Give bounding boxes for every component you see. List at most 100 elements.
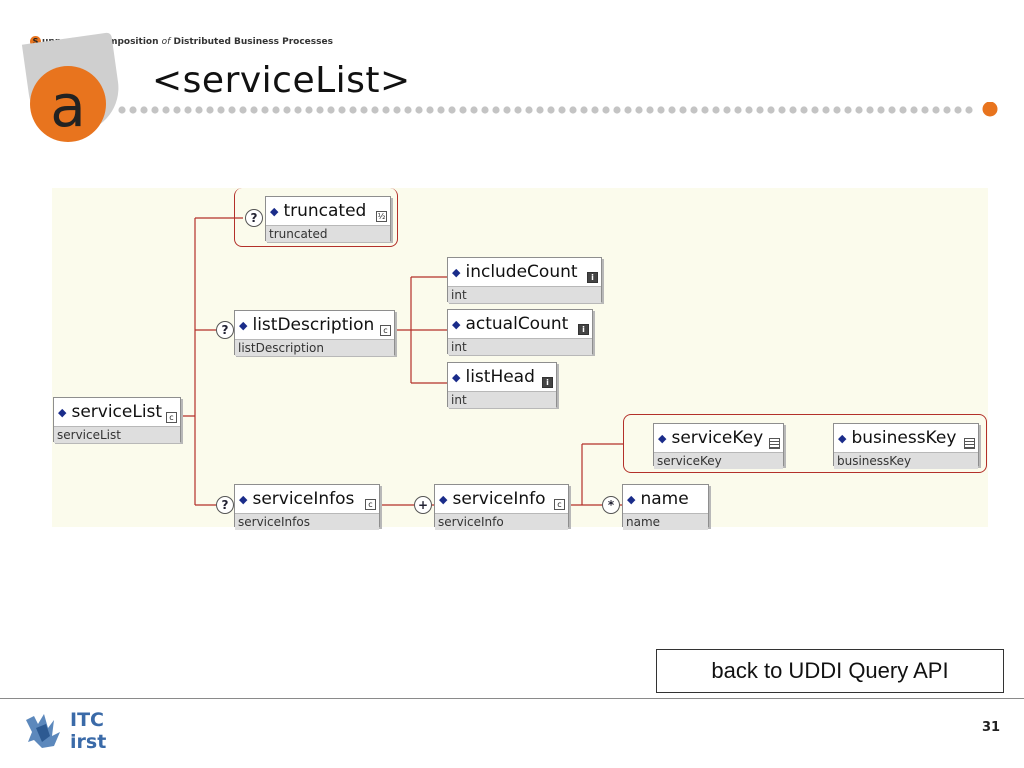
node-name[interactable]: ◆name name [622, 484, 709, 530]
divider-dot [536, 106, 544, 114]
divider-dot [778, 106, 786, 114]
node-name: truncated [283, 201, 367, 221]
divider-dot [921, 106, 929, 114]
divider-dot [360, 106, 368, 114]
slide-title: <serviceList> [152, 60, 411, 101]
divider-dot [481, 106, 489, 114]
node-servicelist[interactable]: ◆ serviceList serviceList c [53, 397, 181, 443]
complex-type-icon: c [166, 412, 177, 423]
divider-end-dot [982, 102, 998, 117]
node-type: serviceList [54, 426, 180, 443]
simple-type-icon: i [578, 324, 589, 335]
one-or-more-icon: + [414, 496, 432, 514]
divider-dot [195, 106, 203, 114]
divider-dot [613, 106, 621, 114]
divider-dot [503, 106, 511, 114]
divider-dot [646, 106, 654, 114]
divider-dot [855, 106, 863, 114]
divider-dot [371, 106, 379, 114]
divider-dot [492, 106, 500, 114]
divider-dot [811, 106, 819, 114]
divider-dot [690, 106, 698, 114]
divider-dot [888, 106, 896, 114]
node-truncated[interactable]: ◆ truncated truncated ½ [265, 196, 391, 242]
divider-dot [756, 106, 764, 114]
node-name: listHead [465, 367, 535, 387]
node-listdescription[interactable]: ◆listDescription listDescription c [234, 310, 395, 356]
divider-dot [426, 106, 434, 114]
optional-icon: ? [216, 321, 234, 339]
element-icon: ◆ [58, 405, 67, 419]
simple-type-icon: i [542, 377, 553, 388]
attribute-list-icon [964, 438, 975, 449]
node-type: serviceInfo [435, 513, 568, 530]
divider-dot [294, 106, 302, 114]
element-icon: ◆ [452, 265, 461, 279]
element-icon: ◆ [838, 431, 847, 445]
node-businesskey[interactable]: ◆businessKey businessKey [833, 423, 979, 469]
dotted-divider [118, 102, 998, 117]
node-servicekey[interactable]: ◆serviceKey serviceKey [653, 423, 784, 469]
divider-dot [393, 106, 401, 114]
divider-dot [415, 106, 423, 114]
node-name: includeCount [465, 262, 578, 282]
attribute-icon: ½ [376, 211, 387, 222]
divider-dot [228, 106, 236, 114]
node-name: serviceInfos [252, 489, 355, 509]
divider-dot [470, 106, 478, 114]
divider-dot [679, 106, 687, 114]
divider-dot [602, 106, 610, 114]
divider-dot [404, 106, 412, 114]
divider-dot [569, 106, 577, 114]
node-type: serviceKey [654, 452, 783, 469]
node-name: serviceList [71, 402, 163, 422]
divider-dot [316, 106, 324, 114]
divider-dot [943, 106, 951, 114]
tagline-initial: S [30, 36, 41, 47]
complex-type-icon: c [365, 499, 376, 510]
node-listhead[interactable]: ◆listHead int i [447, 362, 557, 408]
back-to-uddi-query-api-button[interactable]: back to UDDI Query API [656, 649, 1004, 693]
element-icon: ◆ [452, 370, 461, 384]
divider-dot [866, 106, 874, 114]
divider-dot [283, 106, 291, 114]
divider-dot [800, 106, 808, 114]
node-serviceinfo[interactable]: ◆serviceInfo serviceInfo c [434, 484, 569, 530]
divider-dot [822, 106, 830, 114]
tagline-end: Distributed Business Processes [173, 37, 333, 47]
node-name: name [640, 489, 689, 509]
divider-dot [789, 106, 797, 114]
divider-dot [877, 106, 885, 114]
node-actualcount[interactable]: ◆actualCount int i [447, 309, 593, 355]
divider-dot [173, 106, 181, 114]
element-icon: ◆ [452, 317, 461, 331]
node-type: name [623, 513, 708, 530]
page-number: 31 [982, 720, 1001, 735]
divider-dot [151, 106, 159, 114]
itc-irst-logo: ITC irst [26, 709, 106, 753]
node-name: actualCount [465, 314, 569, 334]
complex-type-icon: c [554, 499, 565, 510]
divider-dot [448, 106, 456, 114]
divider-dot [547, 106, 555, 114]
node-type: listDescription [235, 339, 394, 356]
divider-dot [349, 106, 357, 114]
divider-dot [459, 106, 467, 114]
node-type: serviceInfos [235, 513, 379, 530]
divider-dot [844, 106, 852, 114]
node-includecount[interactable]: ◆includeCount int i [447, 257, 602, 303]
element-icon: ◆ [270, 204, 279, 218]
divider-dot [965, 106, 973, 114]
divider-dot [734, 106, 742, 114]
element-icon: ◆ [239, 492, 248, 506]
node-serviceinfos[interactable]: ◆ serviceInfos serviceInfos c [234, 484, 380, 530]
org-line2: irst [70, 731, 106, 753]
divider-dot [338, 106, 346, 114]
node-name: listDescription [252, 315, 375, 335]
divider-dot [558, 106, 566, 114]
node-type: int [448, 286, 601, 303]
node-type: truncated [266, 225, 390, 242]
element-icon: ◆ [658, 431, 667, 445]
divider-dot [217, 106, 225, 114]
optional-icon: ? [245, 209, 263, 227]
